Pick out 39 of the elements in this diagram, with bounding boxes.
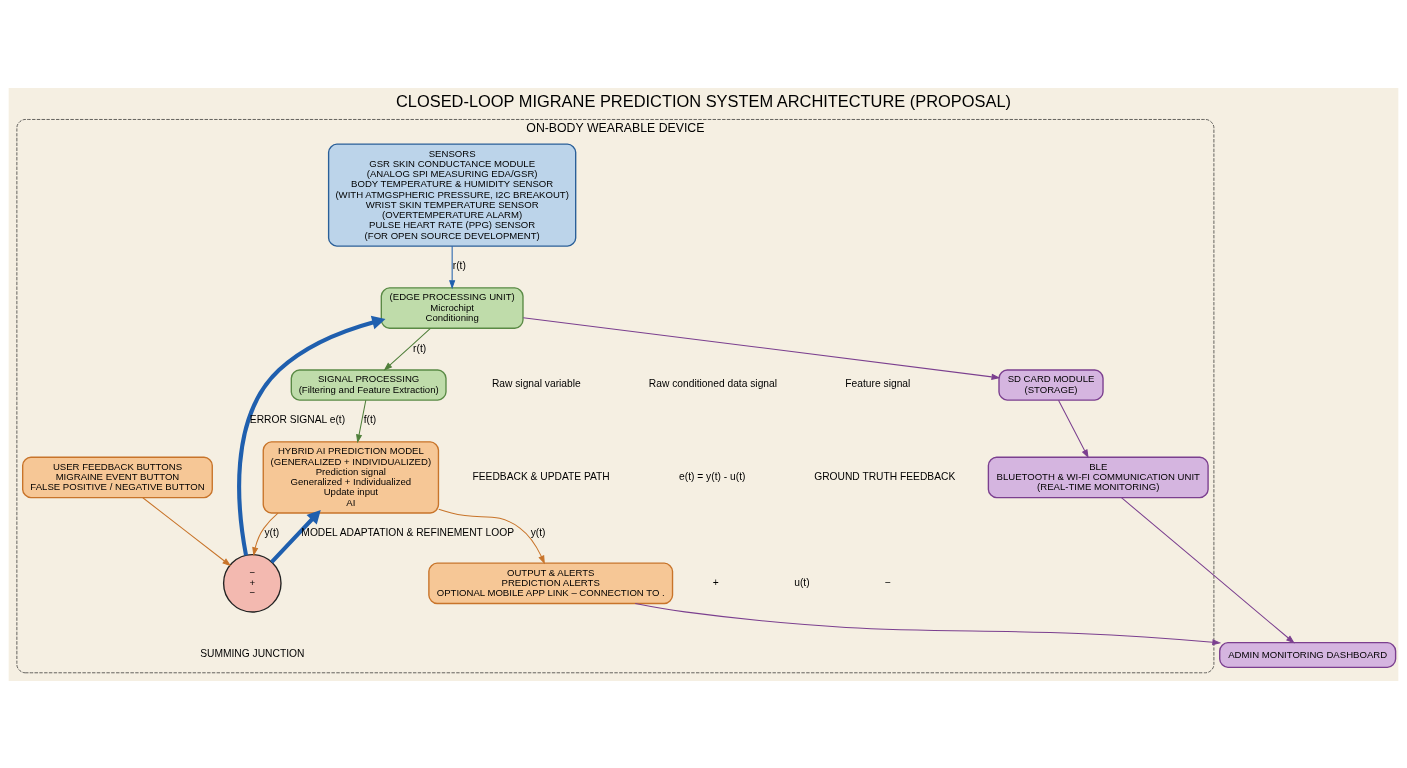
label: FEEDBACK & UPDATE PATH: [472, 470, 610, 482]
edge-label: r(t): [413, 342, 427, 353]
node-box: ADMIN MONITORING DASHBOARD: [1219, 641, 1397, 668]
arrow: [356, 399, 367, 443]
node-box: SD CARD MODULE (STORAGE): [998, 368, 1104, 401]
edge-label: MODEL ADAPTATION & REFINEMENT LOOP: [301, 526, 514, 538]
arrow: [449, 245, 456, 289]
arrow: [270, 509, 321, 563]
arrow: [142, 496, 232, 566]
arrow: [438, 508, 545, 564]
arrow: [252, 512, 279, 556]
label: GROUND TRUTH FEEDBACK: [814, 470, 956, 482]
label: Feature signal: [845, 377, 911, 389]
diagram-title: CLOSED-LOOP MIGRANE PREDICTION SYSTEM ARCHITECTURE (PROPOSAL): [395, 91, 1012, 110]
node-box: BLE BLUETOOTH & WI-FI COMMUNICATION UNIT (REAL-TIME MONITORING): [987, 456, 1209, 498]
node-label: SUMMING JUNCTION: [200, 647, 305, 659]
node-box: SIGNAL PROCESSING (Filtering and Feature Extraction): [290, 368, 447, 401]
arrow: [522, 316, 1001, 380]
edge-label: f(t): [363, 413, 377, 425]
edge-label: r(t): [452, 259, 466, 271]
node-box: HYBRID AI PREDICTION MODEL (GENERALIZED + INDIVIDUALIZED) Prediction signal Generalized + Individualized Update input AI: [262, 440, 440, 514]
arrow: [1057, 399, 1089, 458]
node-box: SENSORS GSR SKIN CONDUCTANCE MODULE (ANALOG SPI MEASURING EDA/GSR) BODY TEMPERATURE & HUMIDITY SENSOR (WITH ATMGSPHERIC PRESSURE, I2C BREAKOUT) WRIST SKIN TEMPERATURE SENSOR (OVERTEMPERATURE ALARM) PULSE HEART RATE (PPG) SENSOR (FOR OPEN SOURCE DEVELOPMENT): [327, 142, 577, 247]
label: e(t) = y(t) - u(t): [679, 470, 746, 482]
arrow: [383, 327, 431, 371]
label: Raw conditioned data signal: [648, 377, 778, 389]
edge-label: y(t): [530, 526, 546, 538]
label: −: [885, 576, 892, 588]
node-box: OUTPUT & ALERTS PREDICTION ALERTS OPTIONAL MOBILE APP LINK – CONNECTION TO .: [428, 561, 674, 604]
node-box: USER FEEDBACK BUTTONS MIGRAINE EVENT BUTTON FALSE POSITIVE / NEGATIVE BUTTON: [22, 456, 213, 498]
edge-label: ERROR SIGNAL e(t): [249, 413, 346, 425]
label: +: [712, 576, 719, 588]
arrow: [237, 315, 386, 556]
arrow: [1120, 496, 1295, 643]
arrow: [634, 602, 1222, 645]
edge-label: y(t): [264, 526, 280, 538]
label: u(t): [794, 576, 810, 588]
label: Raw signal variable: [491, 377, 581, 389]
node-box: (EDGE PROCESSING UNIT) Microchipt Conditioning: [380, 286, 524, 329]
